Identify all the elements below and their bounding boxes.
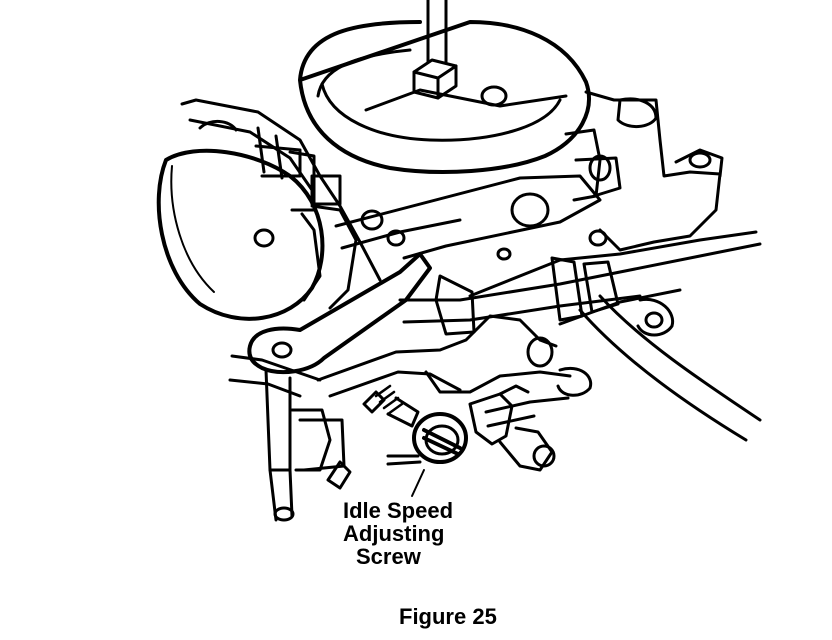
left-rod	[264, 368, 352, 522]
throttle-linkage-bar	[334, 174, 608, 261]
fuel-lines	[398, 230, 762, 442]
throttle-body-cover	[156, 148, 358, 321]
throttle-lever-arm	[247, 252, 432, 375]
callout-line-idle-speed: Idle Speed	[343, 498, 454, 523]
callout-leader-line	[411, 469, 425, 497]
carb-right-body	[564, 90, 724, 252]
carb-top-ring	[298, 20, 591, 174]
callout-line-screw: Screw	[356, 544, 421, 569]
callout-line-adjusting: Adjusting	[343, 521, 445, 546]
hose-clamps	[434, 256, 620, 336]
top-rod	[412, 0, 458, 100]
figure-caption: Figure 25	[399, 604, 497, 629]
right-lower-fittings	[468, 384, 570, 472]
carb-main-housing	[180, 98, 384, 282]
lower-linkage	[228, 314, 593, 398]
idle-speed-adjusting-screw	[362, 384, 468, 466]
